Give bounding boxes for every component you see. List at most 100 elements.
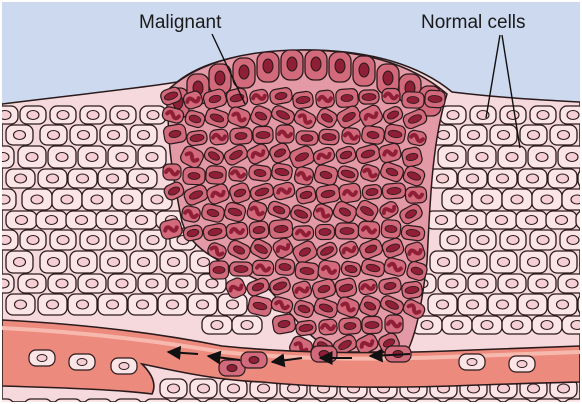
normal-cell-nucleus (176, 279, 188, 288)
malignant-cell-nucleus (365, 321, 379, 328)
normal-cell-nucleus (198, 384, 210, 393)
normal-cell (474, 399, 502, 402)
cell-nucleus (319, 351, 329, 358)
normal-cell-nucleus (146, 279, 158, 288)
malignant-cell-nucleus (383, 71, 393, 85)
normal-cell-nucleus (537, 111, 549, 120)
normal-cell (84, 399, 112, 402)
malignant-cell (253, 126, 274, 144)
normal-cell-nucleus (528, 384, 540, 393)
cell-nucleus (37, 355, 47, 362)
normal-cell-nucleus (451, 321, 463, 330)
normal-cell (294, 399, 322, 402)
normal-cell-nucleus (47, 300, 59, 309)
normal-cell-nucleus (468, 258, 480, 267)
normal-cell-nucleus (421, 321, 433, 330)
malignant-cell (338, 182, 362, 203)
normal-cell (54, 399, 82, 402)
normal-cell-nucleus (61, 195, 73, 204)
normal-cell-nucleus (558, 384, 570, 393)
normal-cell-nucleus (446, 153, 458, 162)
normal-cell-nucleus (27, 111, 39, 120)
malignant-cell (228, 166, 247, 182)
normal-cell (114, 399, 142, 402)
normal-cell (504, 399, 532, 402)
cell-nucleus (119, 363, 129, 370)
normal-cell-nucleus (26, 153, 38, 162)
malignant-cell (186, 130, 208, 147)
normal-cell-nucleus (14, 131, 26, 140)
malignant-cell (359, 90, 379, 105)
normal-cell-nucleus (15, 300, 27, 309)
malignant-cell (401, 225, 426, 242)
normal-cell-nucleus (151, 195, 163, 204)
normal-cell-nucleus (566, 153, 578, 162)
malignant-cell (335, 223, 358, 239)
malignant-cell (385, 315, 403, 333)
normal-cell-nucleus (476, 153, 488, 162)
normal-cell-nucleus (86, 153, 98, 162)
normal-cell-nucleus (138, 131, 150, 140)
malignant-cell-nucleus (253, 93, 266, 100)
normal-cell-nucleus (536, 279, 548, 288)
malignant-cell (229, 127, 252, 144)
malignant-cell (381, 219, 401, 239)
normal-cell-nucleus (91, 195, 103, 204)
normal-cell-nucleus (15, 174, 27, 183)
normal-cell-nucleus (507, 111, 519, 120)
malignant-cell (163, 164, 181, 180)
normal-cell-nucleus (481, 321, 493, 330)
normal-cell-nucleus (2, 153, 9, 162)
normal-cell-nucleus (526, 216, 538, 225)
normal-cell (264, 399, 292, 402)
normal-cell-nucleus (498, 258, 510, 267)
normal-cell-nucleus (138, 258, 150, 267)
normal-cell-nucleus (2, 111, 11, 120)
malignant-cell (183, 167, 206, 185)
normal-cell-nucleus (2, 236, 11, 245)
normal-cell-nucleus (168, 258, 180, 267)
normal-cell-nucleus (506, 279, 518, 288)
normal-cell-nucleus (558, 258, 570, 267)
normal-cell-nucleus (46, 216, 58, 225)
normal-cell-nucleus (56, 279, 68, 288)
normal-cell-nucleus (2, 279, 9, 288)
normal-cell (234, 399, 262, 402)
normal-cell-nucleus (26, 279, 38, 288)
normal-cell-nucleus (2, 195, 10, 204)
normal-cell-nucleus (556, 216, 568, 225)
malignant-cell-nucleus (287, 57, 297, 71)
normal-cell-nucleus (87, 111, 99, 120)
normal-cell-nucleus (116, 153, 128, 162)
malignant-cell-nucleus (340, 227, 354, 234)
malignant-cell (358, 221, 380, 239)
normal-cell-nucleus (107, 300, 119, 309)
normal-cell-nucleus (536, 153, 548, 162)
normal-cell-nucleus (511, 321, 523, 330)
malignant-cell-nucleus (301, 134, 313, 141)
normal-cell-nucleus (117, 111, 129, 120)
normal-cell-nucleus (31, 195, 43, 204)
normal-cell-nucleus (147, 236, 159, 245)
normal-cell-nucleus (16, 216, 28, 225)
normal-cell-nucleus (447, 111, 459, 120)
normal-cell-nucleus (437, 174, 449, 183)
normal-cell-nucleus (537, 236, 549, 245)
normal-cell-nucleus (241, 321, 253, 330)
malignant-cell (384, 123, 407, 144)
normal-cell-nucleus (541, 321, 553, 330)
normal-cell-nucleus (147, 111, 159, 120)
normal-cell-nucleus (477, 236, 489, 245)
cell-nucleus (517, 361, 527, 368)
cell-nucleus (77, 359, 87, 366)
normal-cell-nucleus (197, 300, 209, 309)
malignant-cell (229, 262, 252, 276)
malignant-cell-nucleus (188, 172, 200, 179)
normal-cell-nucleus (571, 321, 580, 330)
normal-cell-nucleus (507, 236, 519, 245)
normal-cell-nucleus (198, 258, 210, 267)
malignant-cell-nucleus (256, 131, 270, 138)
normal-cell-nucleus (438, 131, 450, 140)
malignant-cell (248, 164, 272, 182)
